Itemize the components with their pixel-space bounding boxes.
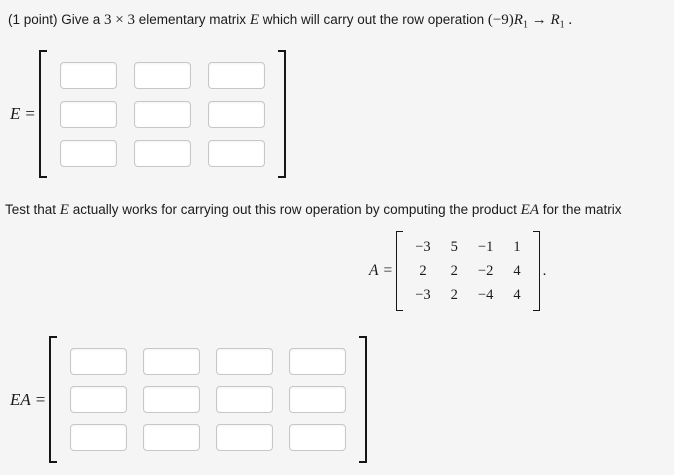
matrix-a-right-bracket — [532, 231, 540, 311]
matrix-a-cell: 1 — [513, 239, 521, 255]
matrix-e-input-r1c3[interactable] — [207, 61, 265, 89]
matrix-e-input-r2c1[interactable] — [59, 100, 117, 128]
matrix-e-input-r2c3[interactable] — [207, 100, 265, 128]
matrix-ea-input-r3c1[interactable] — [70, 424, 128, 451]
matrix-a-label-var: A — [369, 262, 379, 279]
matrix-e-input-r3c2[interactable] — [133, 139, 191, 167]
matrix-a-equals: = — [383, 262, 393, 279]
arrow-icon: → — [527, 12, 551, 28]
matrix-a-cell: −3 — [415, 239, 431, 255]
matrix-ea-input-r2c1[interactable] — [70, 386, 128, 413]
matrix-ea-label: EA= — [10, 390, 49, 410]
test-var-e: E — [59, 202, 69, 218]
matrix-ea-input-r2c4[interactable] — [289, 386, 347, 413]
matrix-a-left-bracket — [396, 231, 404, 311]
matrix-a-cell: 2 — [450, 263, 458, 279]
matrix-e-label: E= — [10, 104, 39, 124]
matrix-a-cell: 4 — [513, 263, 521, 279]
row-op-coefficient: (−9) — [487, 12, 514, 28]
test-var-ea: EA — [520, 202, 539, 218]
matrix-ea-input-r1c4[interactable] — [289, 348, 347, 375]
test-instruction: Test that E actually works for carrying … — [5, 199, 622, 221]
matrix-a-cell: −2 — [477, 263, 494, 279]
matrix-ea-input-r1c1[interactable] — [70, 348, 128, 375]
problem-statement: (1 point) Give a 3 × 3 elementary matrix… — [8, 9, 572, 31]
matrix-e-input-r1c2[interactable] — [133, 61, 191, 89]
matrix-ea-equals: = — [35, 389, 46, 409]
matrix-ea-input-r2c2[interactable] — [143, 386, 201, 413]
matrix-e-left-bracket — [38, 50, 47, 178]
var-e: E — [249, 12, 259, 28]
matrix-a-label: A= — [369, 262, 396, 280]
row-op-r-to-subscript: 1 — [559, 19, 565, 31]
intro-period: . — [564, 12, 573, 28]
matrix-e-input-r2c2[interactable] — [133, 100, 191, 128]
matrix-a-cell: −1 — [477, 239, 494, 255]
matrix-ea-input-r3c3[interactable] — [216, 424, 274, 451]
matrix-e-section: E= — [10, 50, 286, 178]
matrix-e-input-r3c3[interactable] — [207, 139, 265, 167]
matrix-ea-input-r1c2[interactable] — [143, 348, 201, 375]
matrix-e-input-r3c1[interactable] — [59, 139, 117, 167]
matrix-ea-input-r1c3[interactable] — [216, 348, 274, 375]
test-mid: actually works for carrying out this row… — [68, 202, 521, 217]
matrix-a-period: . — [542, 262, 547, 279]
matrix-e-equals: = — [25, 104, 35, 123]
matrix-ea-left-bracket — [49, 336, 58, 463]
matrix-a-cell: −4 — [477, 287, 494, 303]
matrix-ea-section: EA= — [10, 336, 368, 463]
row-op-r-from-subscript: 1 — [522, 19, 528, 31]
matrix-e-inputs — [47, 50, 278, 179]
matrix-ea-input-r3c4[interactable] — [289, 424, 347, 451]
matrix-ea-input-r2c3[interactable] — [216, 386, 274, 413]
intro-mid: elementary matrix — [135, 12, 250, 27]
intro-prefix: (1 point) Give a — [8, 12, 105, 27]
matrix-a-cell: 5 — [450, 239, 458, 255]
matrix-e-label-var: E — [10, 104, 21, 123]
matrix-e-right-bracket — [277, 50, 286, 178]
matrix-ea-inputs — [57, 336, 359, 463]
matrix-a-cell: 2 — [419, 263, 427, 279]
test-prefix: Test that — [5, 202, 60, 217]
matrix-a-cell: 2 — [450, 287, 458, 303]
test-suffix: for the matrix — [539, 202, 622, 217]
row-op-r-from: R — [513, 12, 523, 28]
matrix-ea-label-var: EA — [10, 389, 31, 409]
matrix-ea-input-r3c2[interactable] — [143, 424, 201, 451]
matrix-a-cell: 4 — [513, 287, 521, 303]
intro-tail: which will carry out the row operation — [258, 12, 488, 27]
row-op-r-to: R — [550, 12, 560, 28]
matrix-dims: 3 × 3 — [104, 12, 136, 28]
matrix-ea-right-bracket — [359, 336, 368, 463]
matrix-a-cell: −3 — [415, 287, 431, 303]
matrix-a-section: A= −3 5 −1 1 2 2 −2 4 −3 2 −4 4 . — [369, 231, 546, 311]
matrix-e-input-r1c1[interactable] — [59, 61, 117, 89]
matrix-a-values: −3 5 −1 1 2 2 −2 4 −3 2 −4 4 — [403, 231, 532, 311]
